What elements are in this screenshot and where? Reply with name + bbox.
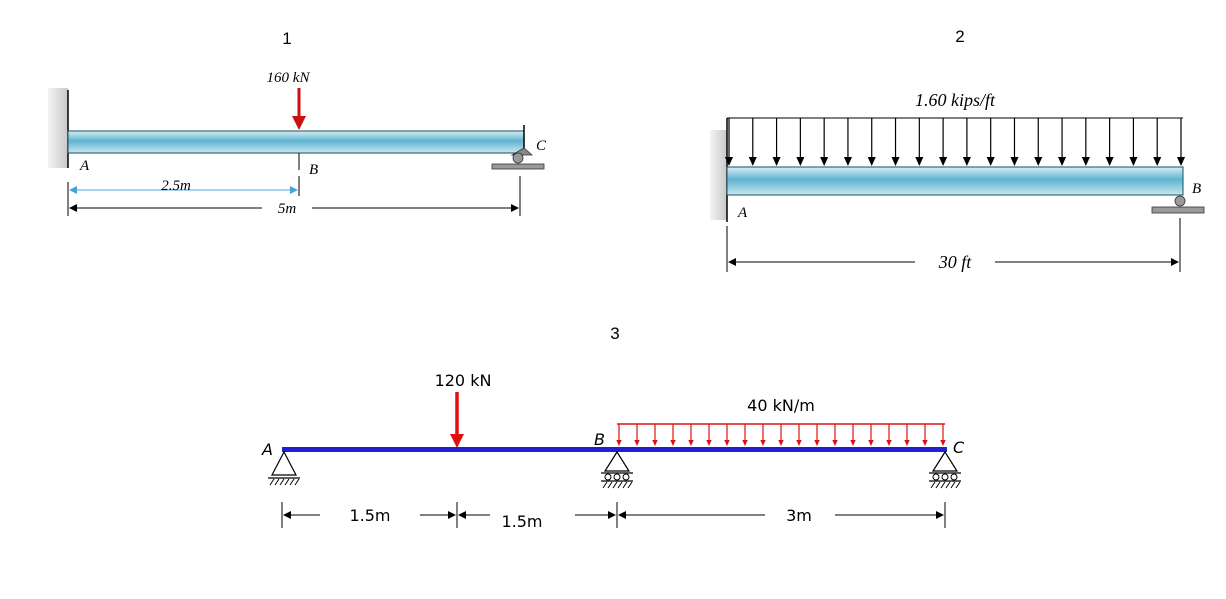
beam-1 [67, 130, 525, 154]
pin-support-a [268, 450, 300, 486]
load-arrowhead [1034, 157, 1043, 166]
load-arrowhead [724, 440, 730, 446]
load-arrowhead [904, 440, 910, 446]
load-arrowhead [939, 157, 948, 166]
load-arrowhead [1010, 157, 1019, 166]
fixed-wall-2 [710, 130, 727, 220]
point-a-label-2: A [737, 205, 748, 221]
problem-1: 1 160 kN A B C 2.5m 5m [48, 29, 547, 217]
fixed-wall [48, 88, 68, 168]
problem-3: 3 120 kN 40 kN/m [261, 324, 965, 531]
roller-support-c [491, 147, 545, 170]
roller-support-b-3 [601, 450, 633, 489]
point-c-label-3: C [953, 438, 965, 457]
problem-1-number: 1 [282, 29, 291, 48]
load-arrowhead [850, 440, 856, 446]
load-arrowhead [1129, 157, 1138, 166]
point-a-label-3: A [261, 440, 273, 459]
load-arrowhead [922, 440, 928, 446]
load-arrowhead [843, 157, 852, 166]
distributed-load-arrows [724, 118, 1186, 166]
load-arrowhead [778, 440, 784, 446]
load-arrowhead [688, 440, 694, 446]
load-arrowhead [820, 157, 829, 166]
point-b-label-2: B [1192, 181, 1201, 197]
roller-support-b [1151, 195, 1205, 214]
problem-2-number: 2 [955, 27, 964, 46]
load-label-2: 1.60 kips/ft [915, 90, 996, 110]
problem-3-number: 3 [610, 324, 619, 343]
beam-2 [726, 166, 1184, 196]
load-arrowhead [891, 157, 900, 166]
point-load-label-3: 120 kN [435, 371, 492, 390]
load-arrowhead [616, 440, 622, 446]
load-arrowhead [868, 440, 874, 446]
load-arrowhead [772, 157, 781, 166]
point-c-label: C [536, 138, 547, 154]
load-arrowhead [832, 440, 838, 446]
load-arrowhead [1081, 157, 1090, 166]
load-label-1: 160 kN [267, 70, 311, 86]
dim-1-label-3: 1.5m [349, 506, 390, 525]
point-b-label-3: B [594, 430, 605, 449]
dist-load-label-3: 40 kN/m [747, 396, 815, 415]
dim-ac-label: 5m [278, 201, 297, 217]
load-arrowhead [1058, 157, 1067, 166]
load-arrowhead [652, 440, 658, 446]
dim-2-label-3: 1.5m [501, 512, 542, 531]
load-arrowhead [760, 440, 766, 446]
load-arrowhead [940, 440, 946, 446]
dim-3-label-3: 3m [786, 506, 812, 525]
load-arrowhead [1153, 157, 1162, 166]
roller-support-c-3 [929, 450, 961, 489]
beam-3 [282, 447, 947, 452]
load-arrowhead [742, 440, 748, 446]
load-arrowhead [670, 440, 676, 446]
load-arrowhead [814, 440, 820, 446]
load-arrowhead [748, 157, 757, 166]
dim-ab-label: 2.5m [161, 178, 191, 194]
load-arrowhead [1105, 157, 1114, 166]
point-a-label: A [79, 158, 90, 174]
load-arrowhead [867, 157, 876, 166]
load-arrowhead [634, 440, 640, 446]
dim-ab-label-2: 30 ft [938, 252, 973, 272]
load-arrowhead [986, 157, 995, 166]
load-arrowhead [915, 157, 924, 166]
distributed-load-arrows-3 [616, 424, 946, 446]
load-arrowhead [1176, 157, 1186, 166]
load-arrowhead [706, 440, 712, 446]
problem-2: 2 1.60 kips/ft A B 30 ft [710, 27, 1205, 272]
load-arrowhead [724, 157, 734, 166]
load-arrowhead [886, 440, 892, 446]
load-arrowhead [796, 157, 805, 166]
load-arrowhead [796, 440, 802, 446]
load-arrowhead [962, 157, 971, 166]
point-b-label: B [309, 162, 318, 178]
